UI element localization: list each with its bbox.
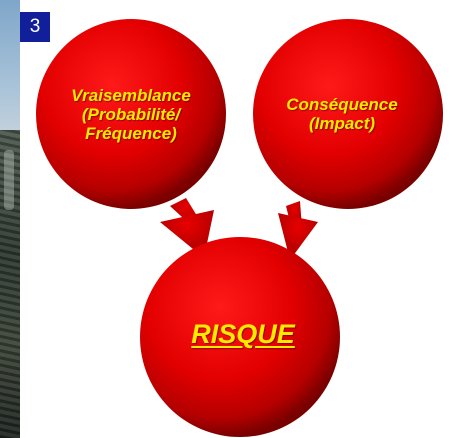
probability-label-line: Fréquence) xyxy=(85,124,177,143)
probability-label-line: (Probabilité/ xyxy=(81,105,181,124)
risk-circle xyxy=(140,237,340,437)
photo-highlight xyxy=(4,150,14,210)
consequence-label-line: (Impact) xyxy=(308,114,376,133)
consequence-label-line: Conséquence xyxy=(286,95,398,114)
background-photo-strip xyxy=(0,0,20,438)
risk-label: RISQUE xyxy=(191,319,295,349)
photo-sky xyxy=(0,0,20,140)
probability-label-line: Vraisemblance xyxy=(71,86,191,105)
probability-label: Vraisemblance (Probabilité/ Fréquence) xyxy=(38,86,224,143)
probability-circle xyxy=(36,19,226,209)
consequence-circle xyxy=(253,19,443,209)
photo-trees xyxy=(0,130,20,438)
slide-number-badge: 3 xyxy=(20,12,50,42)
consequence-label: Conséquence (Impact) xyxy=(262,95,422,133)
right-arrow xyxy=(278,201,318,260)
